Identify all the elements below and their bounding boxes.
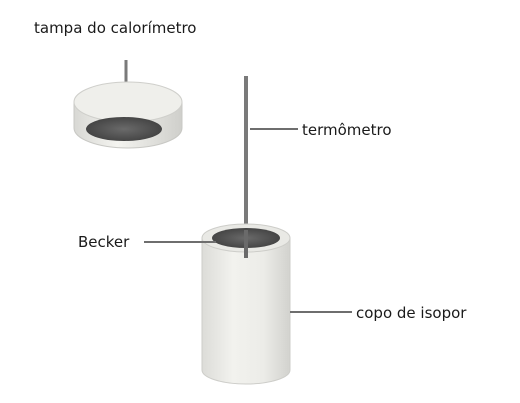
cup-body <box>201 237 291 385</box>
lid-dark-center <box>86 117 162 141</box>
beaker-label: Becker <box>78 233 130 251</box>
thermometer-label: termômetro <box>302 121 392 139</box>
thermometer-tip <box>244 230 248 258</box>
cup-label: copo de isopor <box>356 304 467 322</box>
lid-label: tampa do calorímetro <box>34 19 197 37</box>
thermometer-rod <box>244 76 248 254</box>
lid-top <box>73 81 183 123</box>
calorimeter-lid <box>73 60 183 149</box>
